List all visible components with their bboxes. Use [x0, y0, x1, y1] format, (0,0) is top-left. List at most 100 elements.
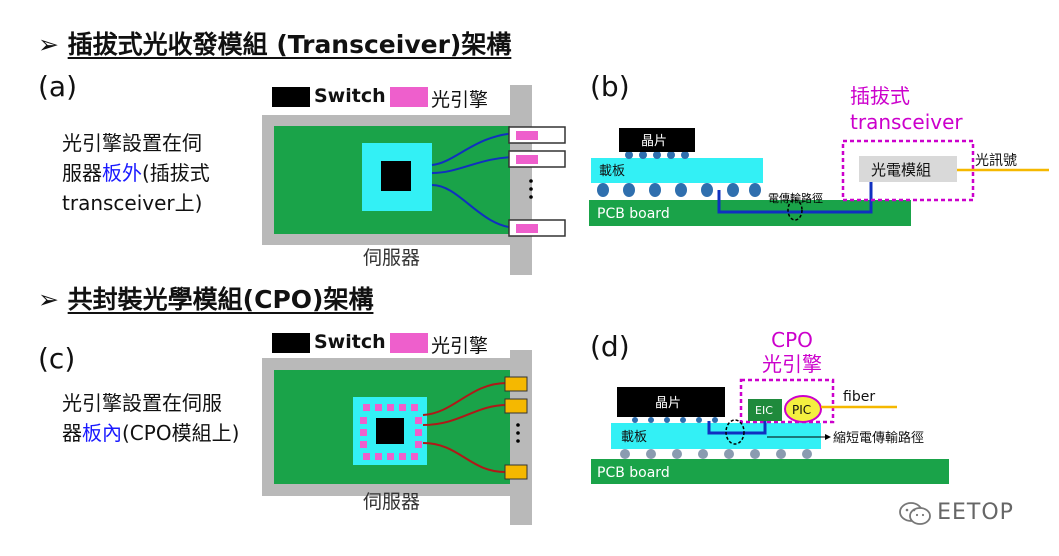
switch-chip [376, 418, 404, 444]
desc-highlight: 板內 [82, 421, 122, 445]
engine-legend-swatch [390, 333, 428, 353]
trace [431, 132, 518, 166]
faceplate [510, 350, 532, 525]
chip [617, 387, 725, 417]
engine-legend-label: 光引擎 [431, 335, 489, 357]
switch-legend-label: Switch [314, 85, 386, 107]
desc-highlight: 板外 [102, 161, 142, 185]
panel-c-description: 光引擎設置在伺服 器板內(CPO模組上) [62, 388, 239, 448]
ellipsis-dot [529, 195, 533, 199]
section-heading-transceiver: ➢ 插拔式光收發模組 (Transceiver)架構 [38, 25, 511, 61]
server-diagram-c [262, 350, 532, 525]
switch-legend-swatch [272, 87, 310, 107]
fiber-connector [504, 398, 528, 414]
substrate-label: 載板 [599, 164, 625, 179]
pic-label: PIC [792, 403, 811, 417]
cpo-engine-label: CPO 光引擎 [752, 328, 832, 376]
switch-legend-swatch [272, 333, 310, 353]
label-line: CPO [771, 328, 813, 352]
short-electrical-path [707, 421, 767, 435]
server-label-a: 伺服器 [363, 247, 421, 269]
desc-text: 器 [62, 421, 82, 445]
substrate-label: 載板 [621, 430, 647, 445]
optoelectronic-module [859, 156, 957, 182]
substrate [591, 158, 763, 183]
trace [431, 156, 518, 174]
optical-engine [516, 224, 538, 233]
micro-bumps [632, 417, 718, 423]
pic-die [784, 395, 822, 423]
short-path-label: 縮短電傳輸路徑 [833, 430, 924, 446]
trace [431, 184, 518, 229]
pcb-label: PCB board [597, 465, 670, 481]
chip-label: 晶片 [655, 396, 681, 411]
fiber-connector [504, 376, 528, 392]
desc-text: 服器 [62, 161, 102, 185]
ellipsis-dot [529, 187, 533, 191]
path-highlight [725, 419, 745, 445]
pluggable-boundary [841, 139, 975, 202]
desc-text: (CPO模組上) [122, 421, 240, 445]
optical-signal-label: 光訊號 [975, 153, 1017, 169]
label-line: 插拔式 [850, 84, 910, 108]
desc-line: 器板內(CPO模組上) [62, 418, 239, 448]
bullet-icon: ➢ [38, 285, 59, 314]
chip [619, 128, 695, 152]
panel-label-c: (c) [38, 342, 76, 375]
heading-text: 共封裝光學模組(CPO)架構 [67, 285, 374, 314]
desc-line: 光引擎設置在伺 [62, 131, 202, 155]
solder-balls [620, 449, 812, 459]
panel-label-d: (d) [590, 330, 630, 363]
watermark: EETOP [898, 500, 1014, 525]
cpo-boundary [739, 378, 835, 424]
engine-legend-label: 光引擎 [431, 89, 489, 111]
server-label-c: 伺服器 [363, 491, 421, 513]
pcb-label: PCB board [597, 206, 670, 222]
electrical-path-label: 電傳輸路徑 [768, 191, 823, 205]
fiber-label: fiber [843, 389, 875, 405]
ellipsis-dot [529, 179, 533, 183]
heading-text: 插拔式光收發模組 (Transceiver)架構 [67, 30, 512, 59]
ellipsis-dot [516, 439, 520, 443]
desc-line: 光引擎設置在伺服 [62, 391, 222, 415]
micro-bumps [625, 151, 689, 159]
pcb-board [591, 459, 949, 484]
desc-text: (插拔式 [142, 161, 210, 185]
eic-die [748, 399, 782, 421]
watermark-text: EETOP [937, 500, 1014, 525]
wechat-icon [899, 501, 931, 525]
ellipsis-dot [516, 431, 520, 435]
optical-engines [360, 404, 422, 460]
trace [422, 404, 508, 426]
label-line: transceiver [850, 110, 963, 134]
pluggable-transceiver-label: 插拔式 transceiver [850, 83, 963, 135]
cross-section-d: PCB board 載板 晶片 EIC PIC fiber 縮短電傳輸路徑 [591, 378, 949, 484]
trace [422, 382, 508, 416]
eic-label: EIC [755, 404, 773, 417]
server-diagram-a [262, 85, 566, 275]
engine-legend-swatch [390, 87, 428, 107]
panel-label-b: (b) [590, 70, 630, 103]
ellipsis-dot [516, 423, 520, 427]
label-line: 光引擎 [762, 352, 822, 376]
solder-balls [597, 183, 761, 197]
optical-engine [516, 131, 538, 140]
cross-section-b: PCB board 載板 晶片 電傳輸路徑 光電模組 光訊號 [589, 128, 1049, 226]
panel-label-a: (a) [38, 70, 78, 103]
electrical-path [717, 182, 873, 214]
substrate [611, 423, 821, 449]
switch-chip [381, 161, 411, 191]
section-heading-cpo: ➢ 共封裝光學模組(CPO)架構 [38, 280, 373, 316]
module-label: 光電模組 [871, 161, 931, 179]
optical-engine [516, 155, 538, 164]
trace [422, 442, 508, 474]
path-highlight [787, 199, 803, 221]
chip-label: 晶片 [641, 134, 667, 149]
arrow-icon [825, 434, 831, 440]
panel-a-description: 光引擎設置在伺 服器板外(插拔式 transceiver上) [62, 128, 210, 218]
fiber-connector [504, 464, 528, 480]
desc-line: 服器板外(插拔式 [62, 158, 210, 188]
switch-legend-label: Switch [314, 331, 386, 353]
desc-line: transceiver上) [62, 191, 203, 215]
bullet-icon: ➢ [38, 30, 59, 59]
